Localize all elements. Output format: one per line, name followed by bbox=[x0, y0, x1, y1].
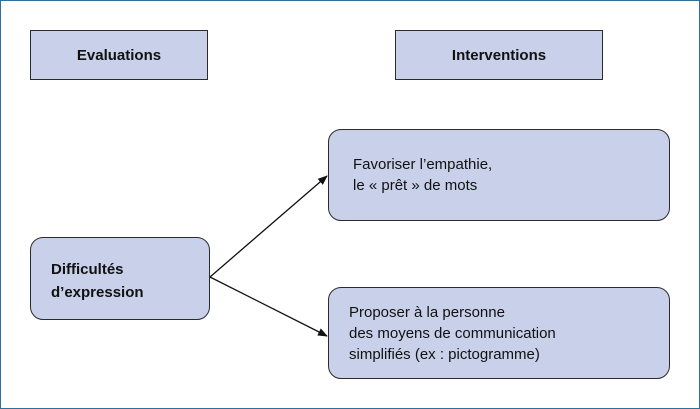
evaluations-header-label: Evaluations bbox=[76, 46, 162, 64]
arrow-to-empathie bbox=[209, 175, 328, 278]
evaluation-node-difficultes: Difficultés d’expression bbox=[30, 237, 210, 320]
interventions-header: Interventions bbox=[395, 30, 603, 80]
intervention-node-empathie: Favoriser l’empathie, le « prêt » de mot… bbox=[328, 129, 670, 221]
intervention-1-line-1: Favoriser l’empathie, bbox=[353, 156, 493, 173]
intervention-2-line-3: simplifiés (ex : pictogramme) bbox=[349, 346, 540, 363]
intervention-2-line-1: Proposer à la personne bbox=[349, 304, 505, 321]
intervention-node-communication: Proposer à la personne des moyens de com… bbox=[328, 287, 670, 379]
evaluation-node-line-2: d’expression bbox=[51, 284, 144, 301]
interventions-header-label: Interventions bbox=[451, 46, 547, 64]
arrow-to-communication bbox=[209, 276, 328, 337]
evaluations-header: Evaluations bbox=[30, 30, 208, 80]
intervention-1-line-2: le « prêt » de mots bbox=[353, 177, 478, 194]
evaluation-node-line-1: Difficultés bbox=[51, 261, 124, 278]
intervention-2-line-2: des moyens de communication bbox=[349, 325, 556, 342]
